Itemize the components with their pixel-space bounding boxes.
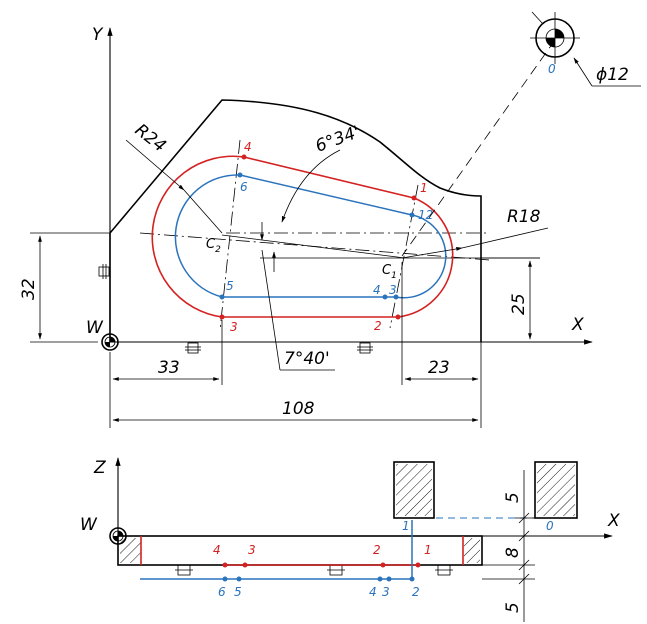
side-tool-0 [534,461,578,519]
red-point-2 [395,314,401,320]
dim-23-label: 23 [428,358,450,378]
dim-5-top-label: 5 [503,492,523,503]
blue-point-4 [382,294,388,300]
side-tool-point-1: 1 [402,519,410,533]
dim-32-label: 32 [19,278,39,300]
center-c2-label: C2 [206,237,221,255]
origin-w-symbol [101,333,119,351]
r24-label: R24 [131,120,170,156]
side-clamp-1 [175,564,193,576]
x-axis-label: X [571,315,584,335]
plan-view: Y X W [19,11,641,428]
tool-approach-line [401,39,556,257]
y-axis-label: Y [92,25,104,45]
side-x-axis-label: X [607,511,620,531]
red-point-4 [241,154,247,160]
blue-point-label-12: 12 [418,208,433,222]
dim-33-label: 33 [158,358,180,378]
side-blue-point-6: 6 [218,585,226,599]
dim-8-label: 8 [503,547,523,558]
red-point-label-3: 3 [230,320,238,334]
blue-contour [174,174,447,299]
r24-leader [125,139,185,191]
leader-c2-c1-slope [221,234,406,259]
blue-point-3 [393,294,399,300]
red-point-label-1: 1 [420,181,428,195]
part-outline [109,99,482,342]
side-blue-point-4: 4 [369,585,377,599]
red-point-1 [411,195,417,201]
blue-point-label-3: 3 [389,283,397,297]
blue-point-12 [409,212,415,218]
diameter-leader-arrow [573,57,593,87]
dim-5-bottom-label: 5 [503,602,523,613]
side-origin-w-label: W [80,515,98,535]
side-red-point-3: 3 [248,543,256,557]
blue-point-5 [219,294,225,300]
side-clamp-3 [435,564,453,576]
z-axis-label: Z [93,458,106,478]
origin-w-label: W [86,318,104,338]
r24-leader-ext [183,189,223,234]
center-c1-label: C1 [382,263,397,281]
side-blue-point-2: 2 [412,585,420,599]
r18-leader [401,247,463,259]
blue-point-label-4: 4 [373,283,381,297]
side-blue-point-5: 5 [234,585,242,599]
blue-point-label-6: 6 [240,180,248,194]
clamp-bottom-2 [357,342,373,354]
angle-6-34-arc [281,149,341,223]
blue-point-label-5: 5 [226,279,234,293]
r18-label: R18 [507,207,541,227]
red-contour [151,155,454,318]
side-tool-point-0: 0 [546,519,554,533]
centerline-c2-vertical [219,139,241,331]
side-view: Z X W [80,457,620,622]
side-red-point-2: 2 [373,543,381,557]
clamp-bottom-1 [185,342,201,354]
angle-7-40-leader [261,249,281,371]
red-point-label-2: 2 [374,319,382,333]
centerline-c1-vertical [389,184,419,329]
side-clamp-2 [327,564,345,576]
tool-start-symbol [530,11,580,64]
dim-108-label: 108 [282,399,315,419]
diameter-label: ϕ12 [596,65,629,85]
dim-25-label: 25 [509,293,529,315]
side-red-point-1: 1 [424,543,432,557]
side-red-point-4: 4 [213,543,221,557]
clamp-left [98,264,110,279]
blue-point-6 [237,172,243,178]
angle-7-40-label: 7°40' [284,349,330,369]
red-point-3 [219,314,225,320]
r18-leader-ext [461,227,549,249]
side-hatch-left [120,538,141,563]
tool-start-label: 0 [548,62,556,76]
side-blue-point-3: 3 [382,585,390,599]
red-point-label-4: 4 [244,140,252,154]
side-hatch-right [464,538,480,563]
side-tool-1 [393,461,435,519]
